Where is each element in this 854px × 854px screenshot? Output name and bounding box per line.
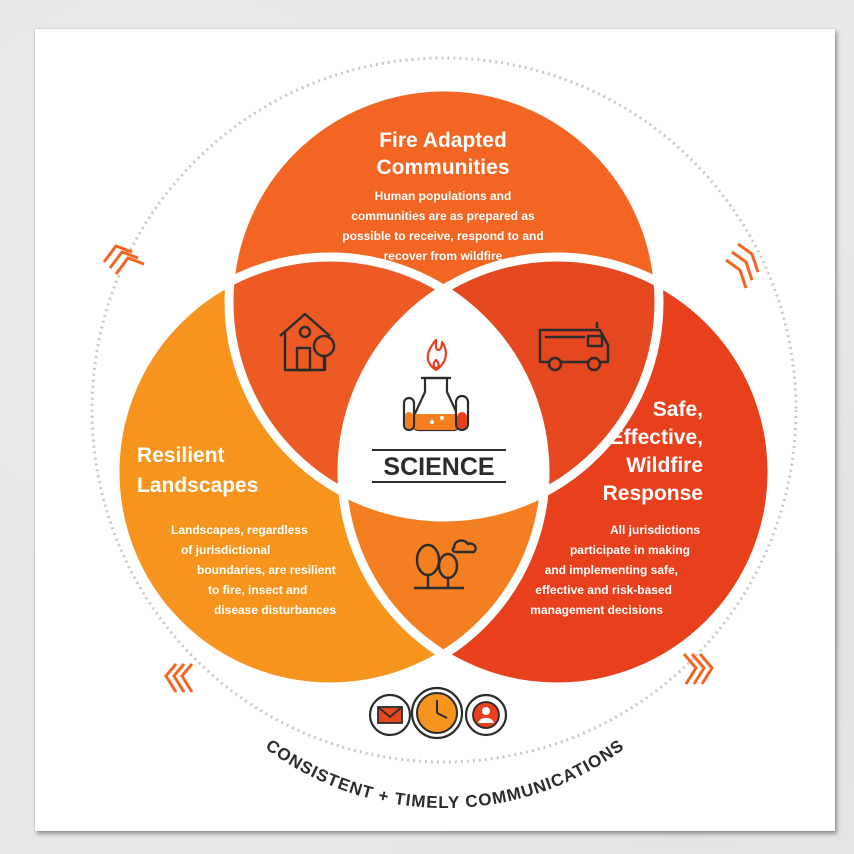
- response-title-3: Wildfire: [626, 454, 703, 477]
- flasks-icon: [402, 376, 470, 432]
- flame-icon: [426, 338, 448, 372]
- resilient-desc-5: disease disturbances: [214, 603, 336, 617]
- resilient-desc-3: boundaries, are resilient: [197, 563, 336, 577]
- communications-label: CONSISTENT + TIMELY COMMUNICATIONS: [262, 736, 627, 812]
- response-desc-3: and implementing safe,: [545, 563, 678, 577]
- science-label-box: SCIENCE: [372, 449, 506, 483]
- response-title-2: Effective,: [610, 426, 703, 449]
- response-desc-1: All jurisdictions: [610, 523, 700, 537]
- fire-truck-icon: [538, 322, 610, 372]
- resilient-desc-1: Landscapes, regardless: [171, 523, 308, 537]
- outer-ring: [90, 56, 798, 764]
- fire-adapted-desc-3: possible to receive, respond to and: [342, 229, 543, 243]
- response-desc-5: management decisions: [530, 603, 663, 617]
- fire-adapted-desc-4: recover from wildfire: [384, 249, 503, 263]
- resilient-desc-4: to fire, insect and: [208, 583, 307, 597]
- science-label: SCIENCE: [383, 453, 494, 481]
- house-tree-icon: [279, 312, 336, 372]
- arrow-right-upper-icon: [725, 242, 760, 289]
- resilient-title-2: Landscapes: [137, 474, 258, 497]
- fire-adapted-desc-1: Human populations and: [375, 189, 512, 203]
- arrow-left-upper-icon: [102, 244, 145, 275]
- response-title-4: Response: [603, 482, 703, 505]
- trees-icon: [414, 539, 477, 590]
- fire-adapted-desc-2: communities are as prepared as: [351, 209, 535, 223]
- communications-label-path: CONSISTENT + TIMELY COMMUNICATIONS: [262, 736, 626, 812]
- response-title-1: Safe,: [653, 398, 703, 421]
- resilient-desc-2: of jurisdictional: [181, 543, 270, 557]
- arrow-left-lower-icon: [164, 663, 194, 693]
- response-desc-2: participate in making: [570, 543, 690, 557]
- clock-icon: [410, 686, 464, 740]
- fire-adapted-title-2: Communities: [376, 156, 509, 179]
- envelope-icon: [368, 693, 412, 737]
- fire-adapted-title-1: Fire Adapted: [379, 129, 507, 152]
- response-desc-4: effective and risk-based: [535, 583, 672, 597]
- arrow-right-lower-icon: [682, 653, 714, 685]
- resilient-title-1: Resilient: [137, 444, 225, 467]
- person-icon: [464, 693, 508, 737]
